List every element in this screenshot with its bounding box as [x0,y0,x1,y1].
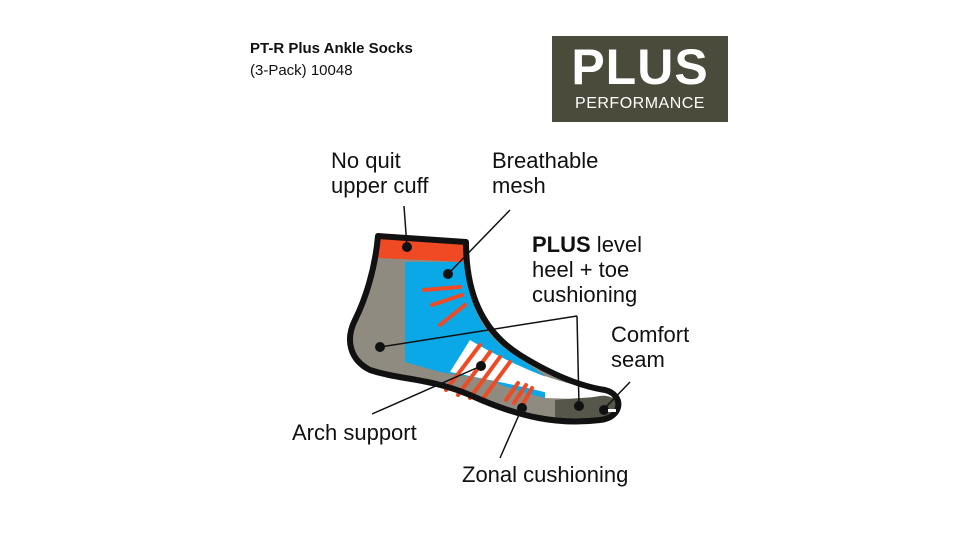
plus-performance-badge: PLUS PERFORMANCE [552,36,728,122]
badge-plus-text: PLUS [571,39,709,95]
sock-illustration [347,233,622,425]
heel-dot [375,342,385,352]
mesh-dot [443,269,453,279]
callout-zonal-cushioning: Zonal cushioning [462,462,629,487]
cuff-dot [402,242,412,252]
toe-dot [574,401,584,411]
product-title: PT-R Plus Ankle Socks (3-Pack) 10048 [250,38,413,82]
callout-comfort-seam: Comfort seam [611,322,690,372]
callout-arch-support: Arch support [292,420,417,445]
callout-plus-cushioning: PLUS level heel + toe cushioning [532,232,643,307]
product-title-line1: PT-R Plus Ankle Socks [250,40,413,57]
callout-breathable-mesh: Breathable mesh [492,148,599,198]
cushion-stripes [422,285,534,408]
product-title-line2: (3-Pack) 10048 [250,62,353,79]
callout-no-quit-cuff: No quit upper cuff [331,148,429,198]
seam-mark [608,409,616,412]
callout-dots [375,242,609,415]
arch-dot [476,361,486,371]
sock-outline [347,233,622,425]
zonal-dot [517,403,527,413]
leader-lines [371,205,631,459]
badge-performance-text: PERFORMANCE [575,95,705,112]
seam-dot [599,405,609,415]
